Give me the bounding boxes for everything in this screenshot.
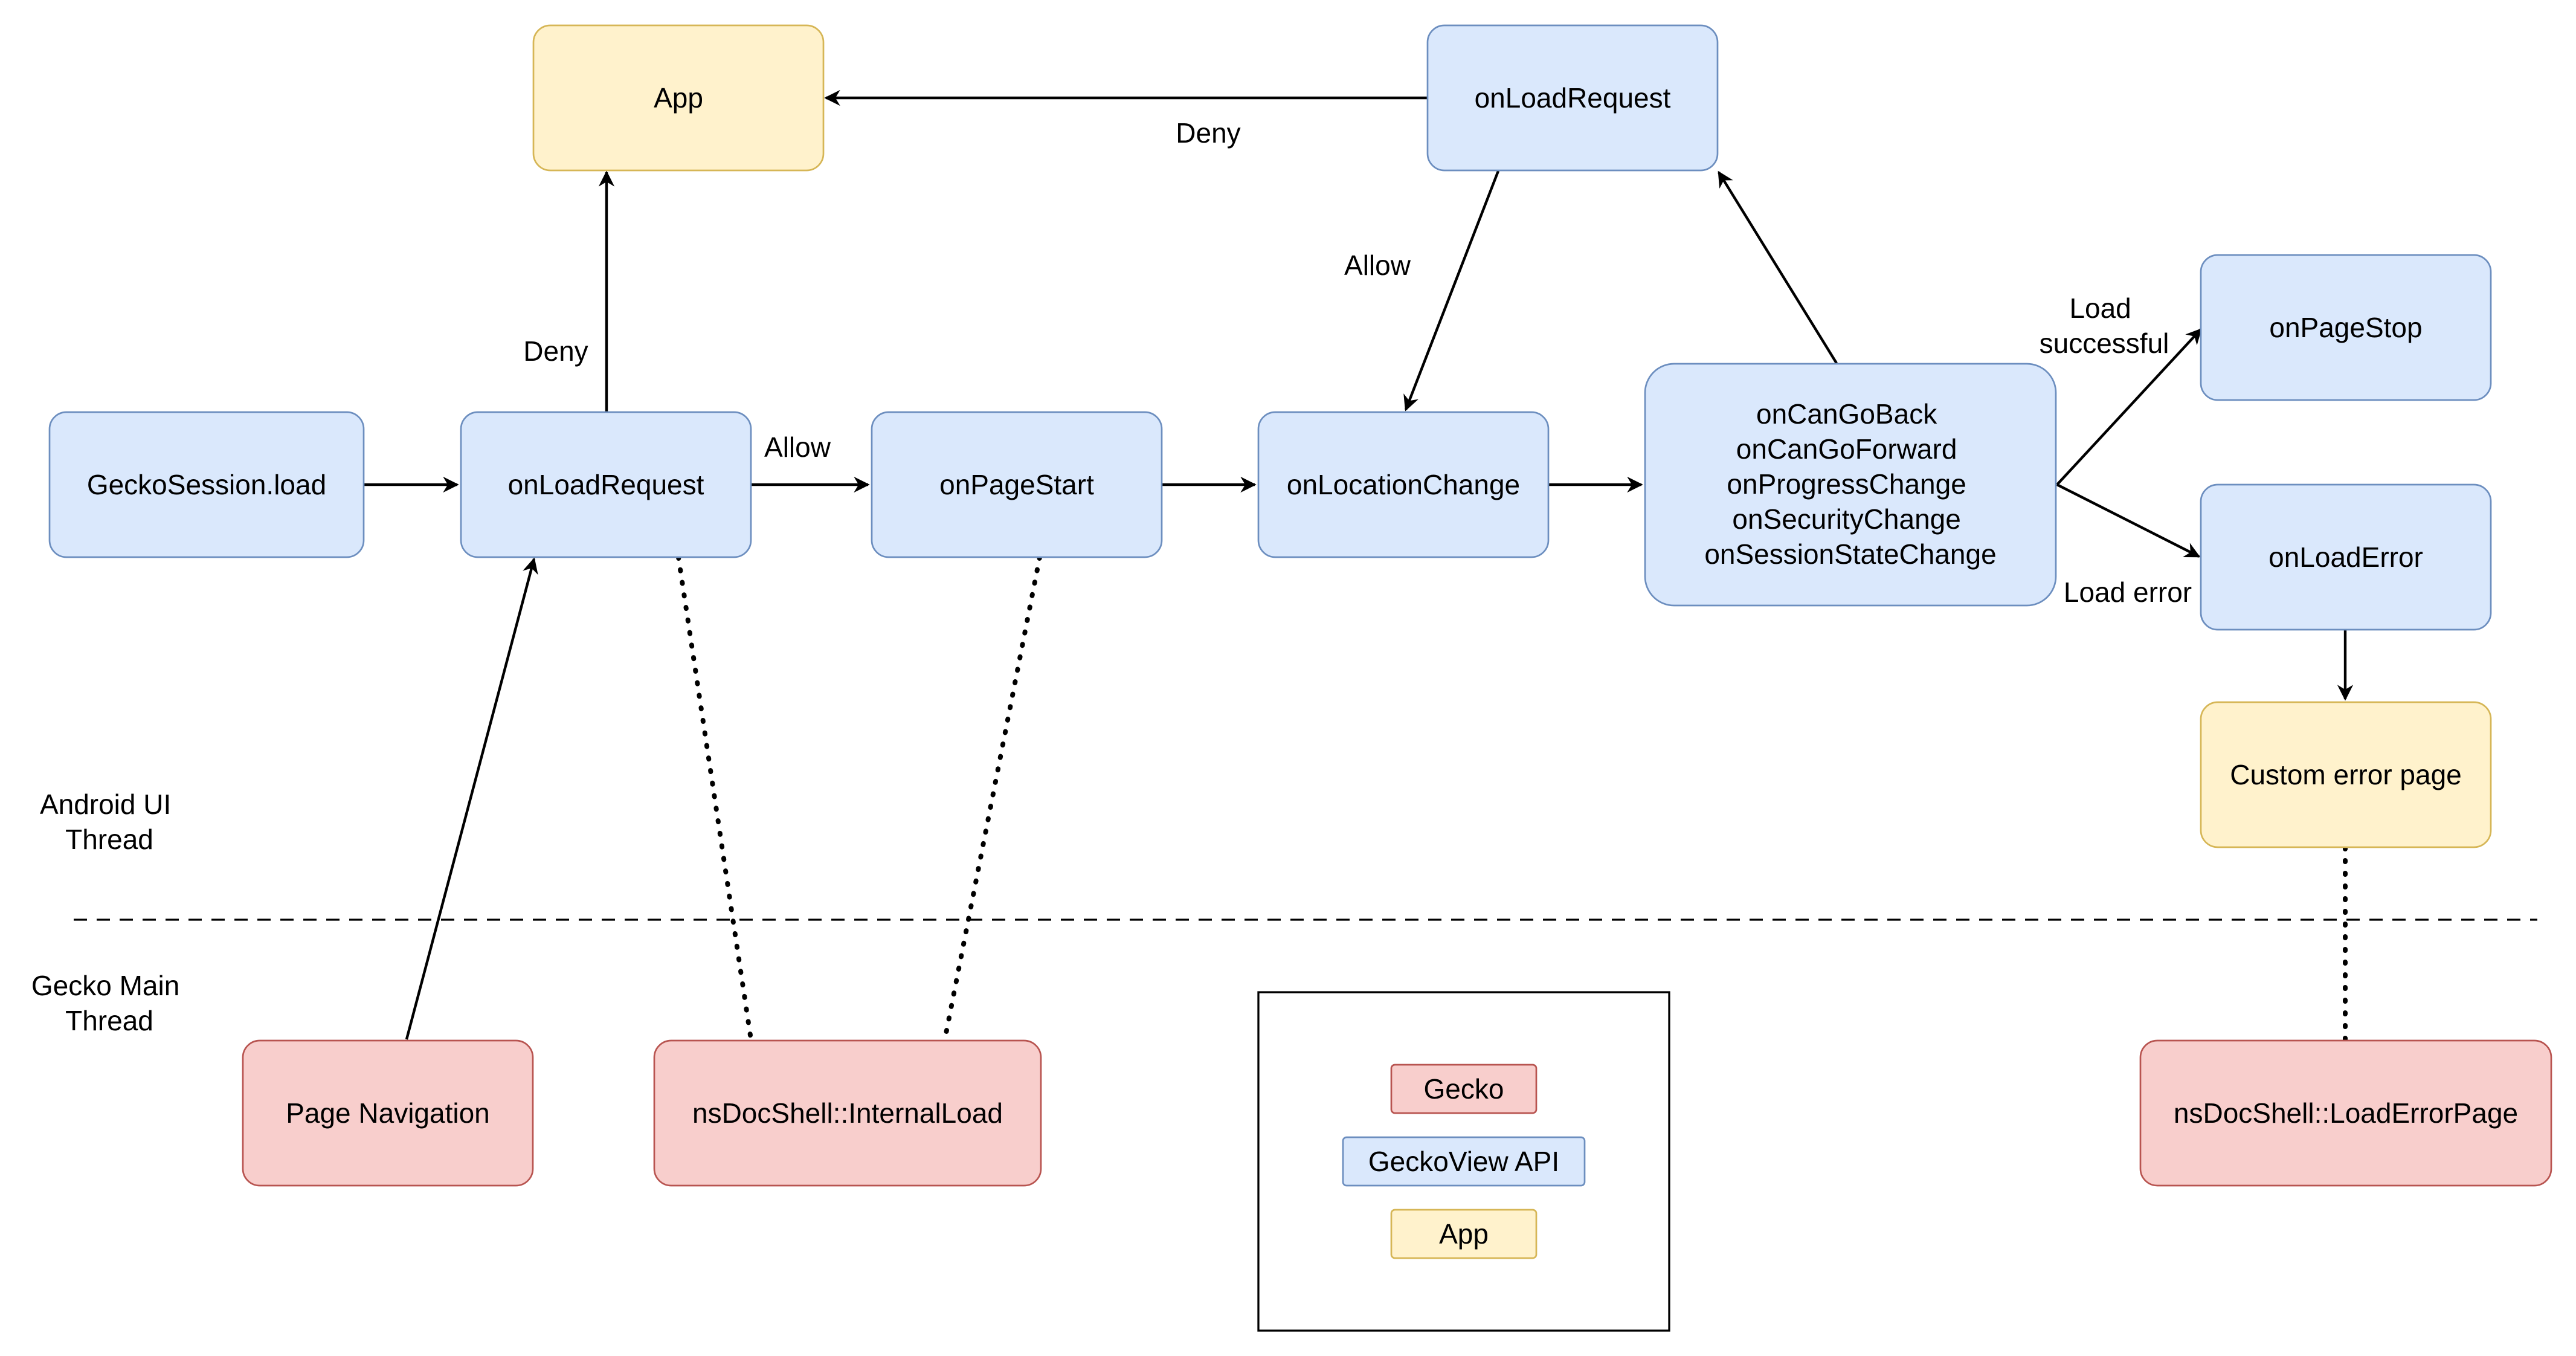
callback-on-session-state-change: onSessionStateChange [1704, 538, 1996, 570]
node-page-navigation-label: Page Navigation [286, 1097, 490, 1129]
legend: Gecko GeckoView API App [1257, 991, 1670, 1332]
legend-item-app: App [1390, 1209, 1538, 1259]
thread-label-gecko-main: Gecko Main Thread [31, 970, 187, 1036]
legend-swatch-gecko [1390, 1064, 1538, 1114]
node-on-load-request-top-label: onLoadRequest [1475, 82, 1671, 114]
node-on-page-start-label: onPageStart [939, 469, 1094, 500]
node-internal-load-box [653, 1039, 1042, 1187]
node-gecko-session-load: GeckoSession.load [48, 411, 365, 558]
callback-on-security-change: onSecurityChange [1732, 503, 1960, 535]
edge-progress-to-load-error [2056, 483, 2201, 558]
legend-label-api: GeckoView API [1368, 1146, 1559, 1177]
node-progress-callbacks-box [1644, 363, 2057, 607]
node-custom-error-page-label: Custom error page [2230, 759, 2462, 790]
node-app-top-box [532, 24, 825, 172]
thread-label-gecko-main-line-2: Thread [65, 1005, 153, 1036]
edge-page-navigation-to-load-request [405, 557, 538, 1040]
node-gecko-session-load-label: GeckoSession.load [87, 469, 326, 500]
edge-label-allow-top: Allow [1344, 250, 1411, 281]
thread-label-gecko-main-line-1: Gecko Main [31, 970, 179, 1001]
node-custom-error-page: Custom error page [2200, 701, 2492, 848]
node-progress-callbacks-label: onCanGoBack onCanGoForward onProgressCha… [1704, 398, 1996, 570]
legend-label-app: App [1439, 1218, 1489, 1250]
node-on-load-request-top: onLoadRequest [1426, 24, 1719, 172]
dotted-load-request-to-internal-load [676, 555, 753, 1042]
legend-item-api: GeckoView API [1342, 1136, 1586, 1187]
callback-on-can-go-forward: onCanGoForward [1736, 433, 1957, 465]
legend-label-gecko: Gecko [1424, 1073, 1504, 1105]
node-on-page-start-box [871, 411, 1163, 558]
node-on-load-error-box [2200, 483, 2492, 631]
node-internal-load-label: nsDocShell::InternalLoad [692, 1097, 1003, 1129]
node-internal-load: nsDocShell::InternalLoad [653, 1039, 1042, 1187]
node-on-load-request-label: onLoadRequest [508, 469, 704, 500]
legend-swatch-app [1390, 1209, 1538, 1259]
node-on-load-request-box [460, 411, 752, 558]
edge-label-load-successful: Load successful [2040, 292, 2169, 359]
node-page-navigation: Page Navigation [242, 1039, 534, 1187]
dotted-page-start-to-internal-load [942, 555, 1042, 1042]
edge-label-load-error: Load error [2064, 576, 2192, 608]
node-on-page-stop: onPageStop [2200, 254, 2492, 401]
node-app-top: App [532, 24, 825, 172]
thread-label-android-ui-line-1: Android UI [40, 789, 171, 820]
node-on-page-stop-label: onPageStop [2269, 312, 2422, 343]
thread-label-android-ui: Android UI Thread [40, 789, 179, 855]
node-load-error-page: nsDocShell::LoadErrorPage [2139, 1039, 2552, 1187]
node-custom-error-page-box [2200, 701, 2492, 848]
node-on-location-change-label: onLocationChange [1287, 469, 1520, 500]
node-gecko-session-load-box [48, 411, 365, 558]
node-on-page-stop-box [2200, 254, 2492, 401]
callback-on-progress-change: onProgressChange [1727, 468, 1966, 500]
edge-progress-to-page-stop [2056, 328, 2202, 486]
node-on-location-change: onLocationChange [1257, 411, 1550, 558]
node-on-load-request-top-box [1426, 24, 1719, 172]
edge-progress-to-top-request [1718, 170, 1838, 364]
node-on-page-start: onPageStart [871, 411, 1163, 558]
node-app-top-label: App [654, 82, 703, 114]
node-load-error-page-label: nsDocShell::LoadErrorPage [2174, 1097, 2518, 1129]
thread-label-android-ui-line-2: Thread [65, 824, 153, 855]
edge-label-deny-left: Deny [523, 335, 588, 367]
node-page-navigation-box [242, 1039, 534, 1187]
edge-label-allow-left: Allow [764, 431, 831, 463]
node-load-error-page-box [2139, 1039, 2552, 1187]
edge-label-load-successful-line-1: Load [2069, 292, 2131, 324]
edge-label-load-successful-line-2: successful [2040, 328, 2169, 359]
edge-top-request-allow-to-location-change [1403, 170, 1500, 412]
legend-item-gecko: Gecko [1390, 1064, 1538, 1114]
node-on-load-error-label: onLoadError [2268, 541, 2423, 573]
callback-on-can-go-back: onCanGoBack [1756, 398, 1937, 430]
edge-label-deny-top: Deny [1176, 117, 1240, 149]
node-progress-callbacks: onCanGoBack onCanGoForward onProgressCha… [1644, 363, 2057, 607]
node-on-location-change-box [1257, 411, 1550, 558]
node-on-load-error: onLoadError [2200, 483, 2492, 631]
node-on-load-request: onLoadRequest [460, 411, 752, 558]
legend-swatch-api [1342, 1136, 1586, 1187]
